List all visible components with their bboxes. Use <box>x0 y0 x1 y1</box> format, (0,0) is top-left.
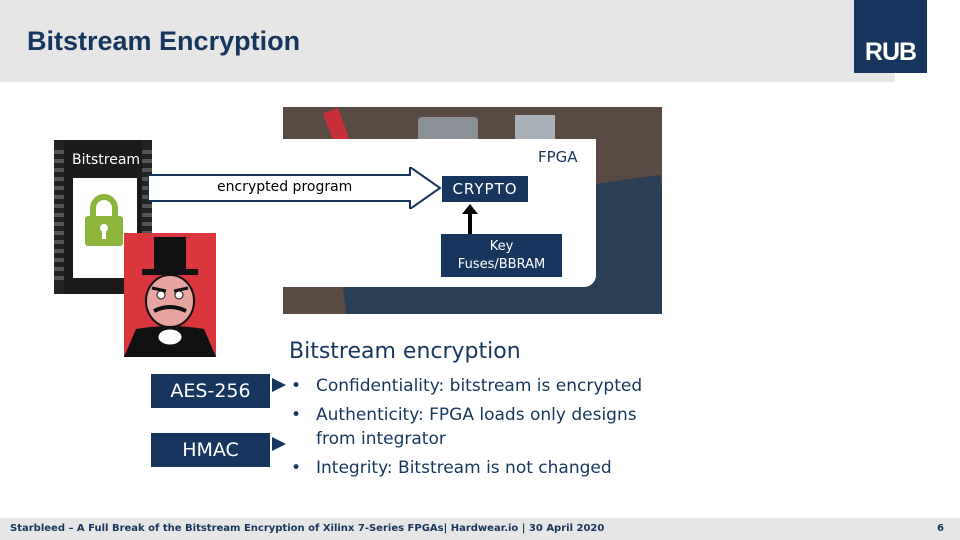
page-number: 6 <box>937 523 944 534</box>
footer-text: Starbleed – A Full Break of the Bitstrea… <box>10 523 605 534</box>
bullet-authenticity: Authenticity: FPGA loads only designs fr… <box>291 403 671 451</box>
fpga-label: FPGA <box>538 148 578 166</box>
bitstream-label: Bitstream <box>72 152 141 168</box>
up-arrow-icon <box>462 204 478 234</box>
header-bar <box>0 0 895 82</box>
bullet-integrity: Integrity: Bitstream is not changed <box>291 456 671 480</box>
key-storage-label: Fuses/BBRAM <box>457 257 546 272</box>
hmac-box: HMAC <box>151 433 270 467</box>
lock-icon <box>85 194 123 246</box>
rub-logo: RUB <box>854 0 927 73</box>
crypto-box: CRYPTO <box>442 176 528 202</box>
section-title: Bitstream encryption <box>289 339 521 364</box>
aes-link-arrow-icon <box>272 378 286 392</box>
arrow-label: encrypted program <box>217 179 353 195</box>
footer-bar <box>0 518 960 540</box>
slide-title: Bitstream Encryption <box>27 26 301 56</box>
key-label: Key <box>489 239 514 254</box>
encrypted-program-arrow <box>148 167 442 209</box>
bullet-confidentiality: Confidentiality: bitstream is encrypted <box>291 374 671 398</box>
hmac-link-arrow-icon <box>272 437 286 451</box>
key-storage-box: Key Fuses/BBRAM <box>441 234 562 277</box>
aes-256-box: AES-256 <box>151 374 270 408</box>
villain-illustration <box>124 233 216 357</box>
bullet-list: Confidentiality: bitstream is encrypted … <box>291 374 671 485</box>
